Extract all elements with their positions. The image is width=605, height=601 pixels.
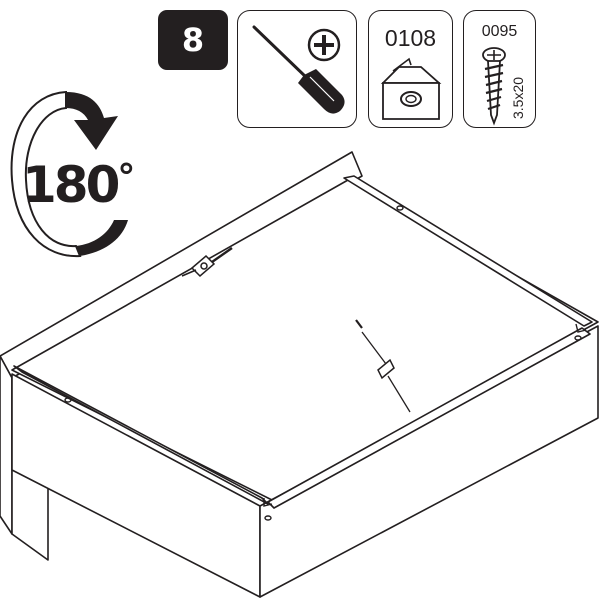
step-number: 8 — [181, 21, 205, 59]
rotation-label: 180° — [22, 157, 135, 211]
part-code: 0108 — [384, 25, 437, 51]
step-number-badge: 8 — [158, 10, 228, 70]
corner-bracket-icon — [380, 57, 442, 120]
phillips-screwdriver-icon — [252, 25, 345, 114]
phillips-plus-icon — [307, 28, 341, 62]
wood-screw-icon — [482, 47, 506, 126]
tool-panel — [237, 10, 357, 128]
part-panel-screw: 0095 3.5x20 — [463, 10, 536, 128]
drawer-box-assembly-illustration — [0, 151, 599, 598]
degree-symbol: ° — [117, 157, 135, 198]
rotate-arrow-icon — [10, 90, 128, 258]
part-panel-bracket: 0108 — [368, 10, 453, 128]
rotation-degrees: 180 — [22, 156, 120, 214]
part-code: 0095 — [481, 23, 518, 40]
screw-size-label: 3.5x20 — [510, 76, 526, 119]
